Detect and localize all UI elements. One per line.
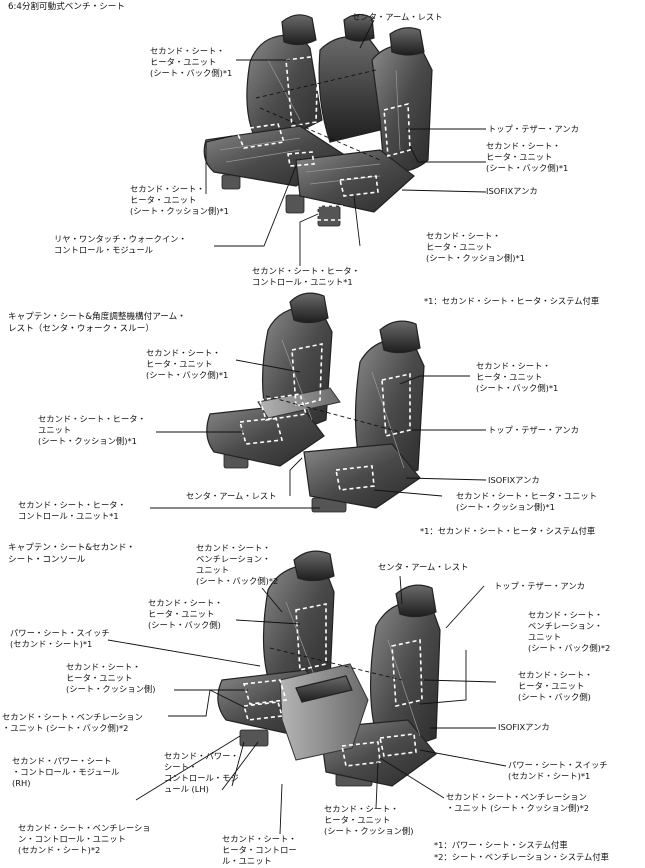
label-power-seat-switch-left: パワー・シート・スイッチ (セカンド・シート)*1 [10, 628, 110, 650]
footnote-section-1: *1：セカンド・シート・ヒータ・システム付車 [424, 296, 599, 307]
label-top-tether-anchor: トップ・テザー・アンカ [488, 124, 579, 135]
label-heater-control-unit-2: セカンド・シート・ヒータ・ コントロール・ユニット*1 [18, 500, 126, 522]
label-top-tether-anchor-3: トップ・テザー・アンカ [494, 581, 585, 592]
label-center-armrest-3: センタ・アーム・レスト [378, 562, 469, 573]
label-power-module-lh: セカンド・パワー・ シート・ コントロール・モジ ュール (LH) [164, 751, 239, 795]
label-isofix-anchor-3: ISOFIXアンカ [498, 722, 550, 733]
label-heater-cushion-right-2: セカンド・シート・ヒータ・ユニット (シート・クッション側)*1 [456, 491, 597, 513]
label-heater-back-right: セカンド・シート・ ヒータ・ユニット (シート・バック側)*1 [486, 141, 568, 174]
label-heater-cushion-left-3: セカンド・シート・ ヒータ・ユニット (シート・クッション側) [66, 662, 155, 695]
label-top-tether-anchor-2: トップ・テザー・アンカ [488, 425, 579, 436]
footnote-section-3-vent: *2：シート・ベンチレーション・システム付車 [434, 852, 609, 863]
label-heater-control-unit-3: セカンド・シート・ ヒータ・コントロー ル・ユニット [222, 834, 297, 867]
label-vent-cushion-right: セカンド・シート・ベンチレーション ・ユニット (シート・クッション側)*2 [446, 792, 589, 814]
label-center-armrest: センタ・アーム・レスト [352, 12, 443, 23]
captain-seat-drawing [207, 293, 424, 512]
label-vent-control-unit: セカンド・シート・ベンチレーショ ン・コントロール・ユニット (セカンド・シート… [18, 823, 151, 856]
label-heater-back-left-2: セカンド・シート・ ヒータ・ユニット (シート・バック側)*1 [146, 348, 228, 381]
footnote-section-3-power: *1：パワー・シート・システム付車 [434, 840, 568, 851]
bench-seat-drawing [204, 14, 432, 226]
label-heater-cushion-left: セカンド・シート・ ヒータ・ユニット (シート・クッション側)*1 [130, 184, 229, 217]
label-vent-back-left: セカンド・シート・ベンチレーション ・ユニット (シート・バック側)*2 [2, 712, 143, 734]
label-isofix-anchor: ISOFIXアンカ [486, 186, 538, 197]
footnote-section-2: *1：セカンド・シート・ヒータ・システム付車 [420, 526, 595, 537]
label-heater-cushion-right-3: セカンド・シート・ ヒータ・ユニット (シート・クッション側) [324, 804, 413, 837]
section-2-title: キャプテン・シート&角度調整機構付アーム・ レスト（センタ・ウォーク・スルー） [8, 312, 186, 335]
label-heater-back-right-3: セカンド・シート・ ヒータ・ユニット (シート・バック側) [518, 670, 593, 703]
label-heater-cushion-left-2: セカンド・シート・ヒータ・ ユニット (シート・クッション側)*1 [38, 414, 146, 447]
section-3-title: キャプテン・シート&セカンド・ シート・コンソール [8, 543, 135, 566]
label-power-module-rh: セカンド・パワー・シート ・コントロール・モジュール (RH) [12, 756, 119, 789]
label-vent-back-right: セカンド・シート・ ベンチレーション・ ユニット (シート・バック側)*2 [528, 610, 610, 654]
label-heater-back-left-3: セカンド・シート・ ヒータ・ユニット (シート・バック側) [148, 598, 223, 631]
label-heater-cushion-right: セカンド・シート・ ヒータ・ユニット (シート・クッション側)*1 [426, 231, 525, 264]
label-isofix-anchor-2: ISOFIXアンカ [488, 475, 540, 486]
label-power-seat-switch-right: パワー・シート・スイッチ (セカンド・シート)*1 [508, 760, 608, 782]
label-heater-back-right-2: セカンド・シート・ ヒータ・ユニット (シート・バック側)*1 [476, 361, 558, 394]
label-heater-control-unit: セカンド・シート・ヒータ・ コントロール・ユニット*1 [252, 266, 360, 288]
label-vent-back-top: セカンド・シート・ ベンチレーション・ ユニット (シート・バック側)*2 [196, 543, 278, 587]
section-1-title: 6:4分割可動式ベンチ・シート [8, 2, 125, 14]
label-heater-back-left: セカンド・シート・ ヒータ・ユニット (シート・バック側)*1 [150, 46, 232, 79]
label-walkin-control-module: リヤ・ワンタッチ・ウォークイン・ コントロール・モジュール [54, 234, 187, 256]
label-center-armrest-2: センタ・アーム・レスト [186, 491, 277, 502]
